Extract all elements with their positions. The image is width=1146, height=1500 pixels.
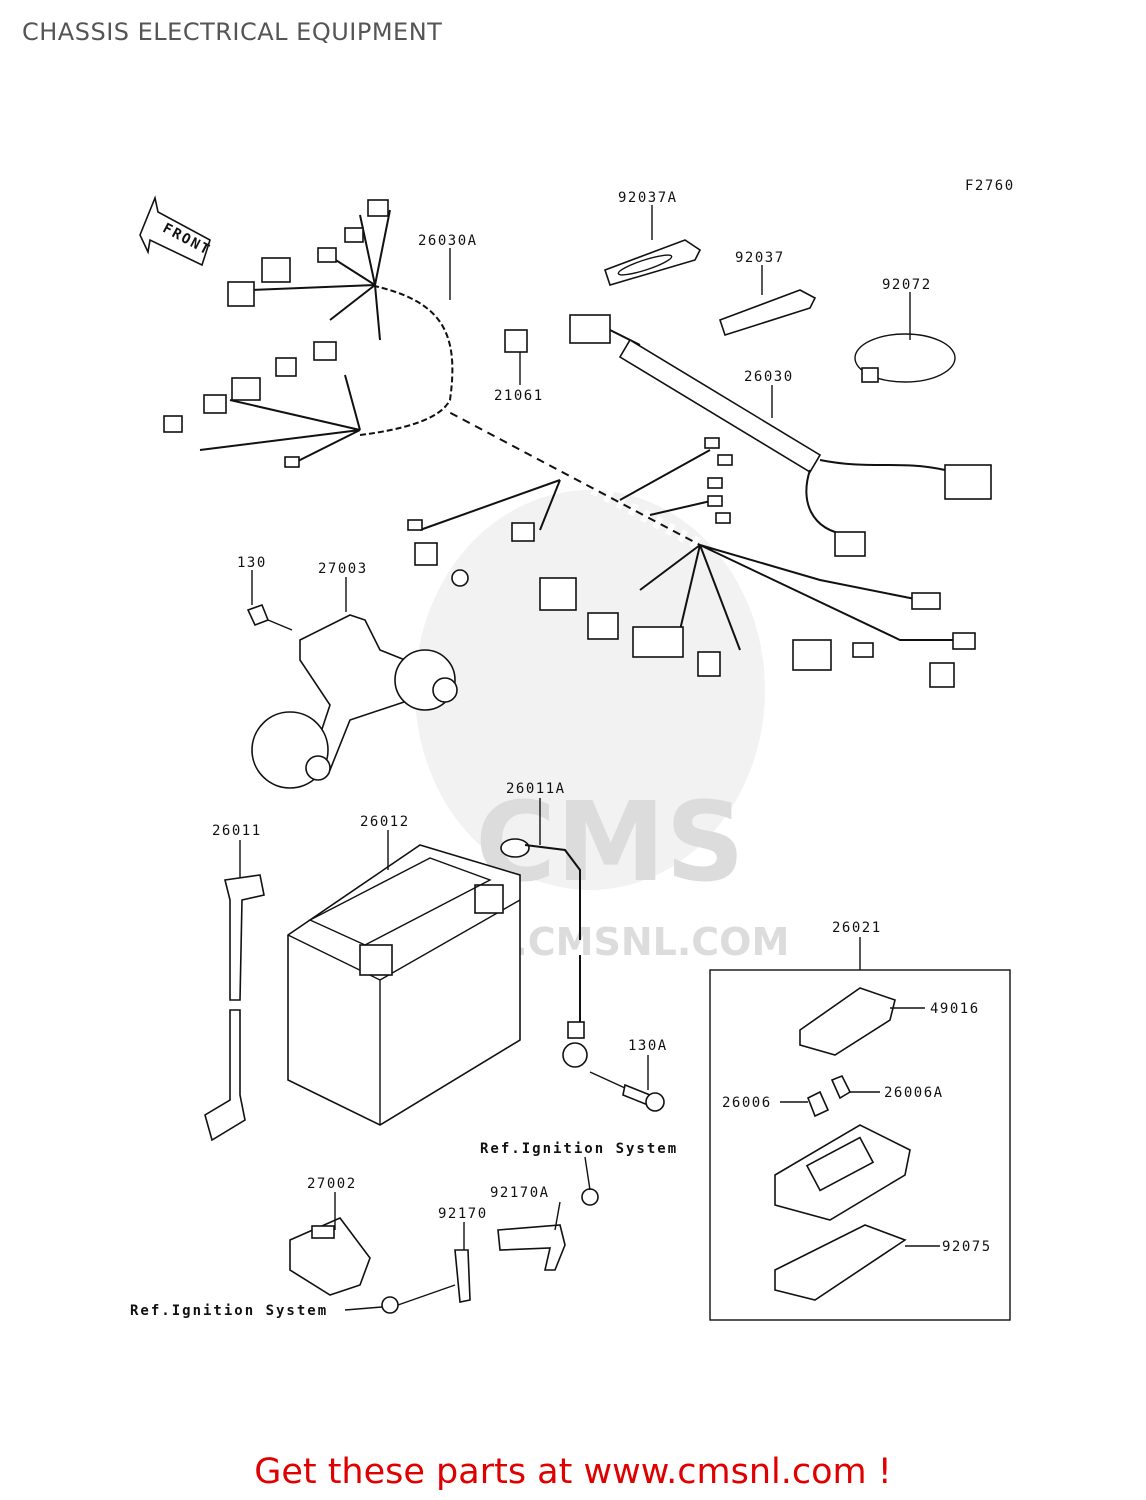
label-92075: 92075	[942, 1239, 992, 1255]
part-92037a-icon	[603, 239, 702, 286]
label-26012: 26012	[360, 814, 410, 830]
bolt-130a-icon	[589, 1071, 665, 1112]
label-130a: 130A	[628, 1038, 668, 1054]
bracket-92170a-icon	[497, 1224, 566, 1271]
footer-link[interactable]: Get these parts at www.cmsnl.com !	[254, 1452, 892, 1492]
ref-ignition-system-upper: Ref.Ignition System	[480, 1141, 678, 1157]
part-92072-icon	[854, 333, 956, 383]
parts-diagram: CMS WWW.CMSNL.COM FRONT F2760	[130, 178, 1015, 1321]
nut-icon	[381, 1296, 399, 1314]
ref-ignition-system-lower: Ref.Ignition System	[130, 1303, 328, 1319]
label-21061: 21061	[494, 388, 544, 404]
part-21061-icon	[504, 329, 528, 353]
leader-lines	[239, 205, 940, 1311]
bracket-92170-icon	[454, 1249, 471, 1303]
cable-26011-icon	[204, 874, 265, 1142]
figure-code: F2760	[965, 178, 1015, 194]
nut-92170a-icon	[581, 1188, 599, 1206]
cable-26011a-icon	[500, 838, 588, 1068]
sub-harness-26030	[569, 314, 992, 557]
front-arrow-icon: FRONT	[139, 195, 213, 267]
label-92170a: 92170A	[490, 1185, 550, 1201]
page-title: CHASSIS ELECTRICAL EQUIPMENT	[22, 18, 443, 46]
horn-assembly-27003	[246, 603, 458, 789]
label-26006: 26006	[722, 1095, 772, 1111]
harness-connectors	[163, 199, 976, 688]
label-49016: 49016	[930, 1001, 980, 1017]
label-92170: 92170	[438, 1206, 488, 1222]
part-labels: 92037A 92037 92072 26030A 21061 26030 13…	[130, 190, 992, 1319]
label-92072: 92072	[882, 277, 932, 293]
label-130: 130	[237, 555, 267, 571]
label-27003: 27003	[318, 561, 368, 577]
battery-26012-icon	[287, 844, 521, 1126]
relay-27002-icon	[289, 1217, 371, 1296]
label-26021: 26021	[832, 920, 882, 936]
label-26030a: 26030A	[418, 233, 478, 249]
label-92037a: 92037A	[618, 190, 678, 206]
label-26030: 26030	[744, 369, 794, 385]
part-92037-icon	[718, 289, 817, 337]
fuse-box-26021-icon	[774, 987, 911, 1301]
label-26011: 26011	[212, 823, 262, 839]
label-27002: 27002	[307, 1176, 357, 1192]
label-92037: 92037	[735, 250, 785, 266]
main-harness-26030a	[199, 209, 960, 651]
label-26006a: 26006A	[884, 1085, 944, 1101]
label-26011a: 26011A	[506, 781, 566, 797]
